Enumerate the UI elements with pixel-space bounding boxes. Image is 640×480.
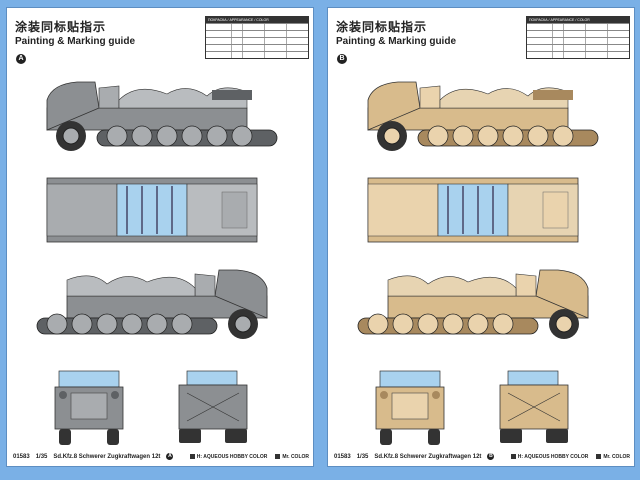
top-view [367,177,579,243]
kit-scale: 1/35 [356,453,369,460]
paint-brand-2: Mr. COLOR [282,453,309,460]
side-view-right [36,269,268,339]
paint-swatch-icon [596,453,602,459]
color-table: ПОКРАСКА / APPEARANCE / COLOR [205,16,309,59]
front-rear-views [54,370,248,445]
front-view [54,370,124,445]
title-english: Painting & Marking guide [15,36,136,47]
footer-badge: B [487,453,495,460]
side-view-left [367,81,599,151]
scheme-badge: B [337,54,347,64]
kit-name: Sd.Kfz.8 Schwerer Zugkraftwagen 12t [374,453,482,460]
paint-swatch-icon [189,453,195,459]
title-chinese: 涂装同标贴指示 [336,20,428,34]
painting-guide-sheet-a: 涂装同标贴指示 Painting & Marking guide A ПОКРА… [7,8,313,466]
scheme-badge: A [16,54,26,64]
title-chinese: 涂装同标贴指示 [15,20,107,34]
paint-brand-1: H: AQUEOUS HOBBY COLOR [196,453,268,460]
paint-brand-2: Mr. COLOR [603,453,630,460]
paint-brand-1: H: AQUEOUS HOBBY COLOR [517,453,589,460]
title-english: Painting & Marking guide [336,36,457,47]
kit-name: Sd.Kfz.8 Schwerer Zugkraftwagen 12t [53,453,161,460]
side-view-right [357,269,589,339]
footer-badge: A [166,453,174,460]
sheet-footer: 01583 1/35 Sd.Kfz.8 Schwerer Zugkraftwag… [334,453,630,460]
kit-code: 01583 [13,453,30,460]
paint-swatch-icon [275,453,281,459]
rear-view [499,370,569,443]
rear-view [178,370,248,443]
side-view-left [46,81,278,151]
paint-swatch-icon [510,453,516,459]
color-table: ПОКРАСКА / APPEARANCE / COLOR [526,16,630,59]
sheet-footer: 01583 1/35 Sd.Kfz.8 Schwerer Zugkraftwag… [13,453,309,460]
painting-guide-sheet-b: 涂装同标贴指示 Painting & Marking guide B ПОКРА… [328,8,634,466]
color-table-header: ПОКРАСКА / APPEARANCE / COLOR [527,17,629,23]
color-table-header: ПОКРАСКА / APPEARANCE / COLOR [206,17,308,23]
kit-code: 01583 [334,453,351,460]
top-view [46,177,258,243]
front-view [375,370,445,445]
kit-scale: 1/35 [35,453,48,460]
front-rear-views [375,370,569,445]
